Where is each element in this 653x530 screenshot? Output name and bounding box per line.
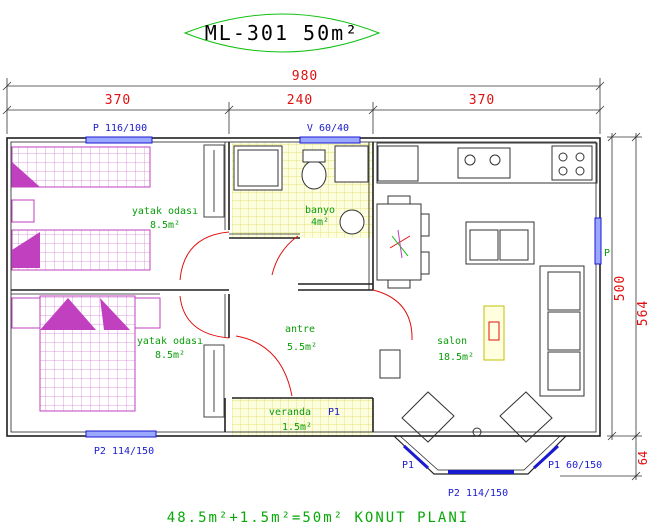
bed-top-1 [11,146,151,188]
hall-name: antre [285,324,315,335]
dim-height-inner: 500 [613,275,628,301]
sofas [465,221,585,397]
opening-labels: P 116/100 V 60/40 P P2 114/150 P1 P1 P1 … [93,123,610,499]
walls [6,137,601,437]
coffee-table [483,305,505,361]
right-window-label: P [604,248,610,259]
top-window-label: P 116/100 [93,123,147,134]
veranda-name: veranda [269,407,311,418]
title-block: ML-301 50m² [183,13,381,53]
bedroom2-name: yatak odası [137,336,203,347]
dim-segment-left: 370 [105,93,131,108]
dining-table [376,195,430,289]
bay-right-label: P1 60/150 [548,460,602,471]
bed-top-2 [11,229,151,271]
bedroom1-area: 8.5m² [150,220,180,231]
room-labels: yatak odası 8.5m² yatak odası 8.5m² bany… [132,205,474,433]
veranda-area: 1.5m² [282,422,312,433]
bedroom1-name: yatak odası [132,206,198,217]
plan-title: ML-301 50m² [205,21,359,45]
dim-height-total: 564 [636,300,651,326]
bedroom2-area: 8.5m² [155,350,185,361]
veranda-door-label: P1 [328,407,340,418]
armchairs [379,349,553,443]
plan-footer: 48.5m²+1.5m²=50m² KONUT PLANI [167,510,469,526]
bathroom-fixtures [233,145,369,235]
bath-name: banyo [305,205,335,216]
veranda-tiles [232,398,373,436]
right-dimensions [560,132,642,481]
dim-total-width: 980 [292,69,318,84]
bay-window [393,435,567,475]
right-window [594,217,602,265]
kitchen-counter [376,142,598,184]
top-dimensions [2,78,605,134]
living-area: 18.5m² [438,352,474,363]
dim-height-veranda: 64 [636,451,650,465]
bath-area: 4m² [311,217,329,228]
dim-segment-right: 370 [469,93,495,108]
wardrobes [203,144,225,418]
bedside-table-1 [11,199,35,223]
bay-left-label: P1 [402,460,414,471]
bay-bottom-label: P2 114/150 [448,488,508,499]
bath-window-label: V 60/40 [307,123,349,134]
living-name: salon [437,336,467,347]
top-window [85,136,153,144]
title-ellipse [183,13,381,53]
doors [179,231,413,397]
hall-area: 5.5m² [287,342,317,353]
dim-segment-middle: 240 [287,93,313,108]
bottom-left-window [85,430,157,438]
bath-window [299,136,361,144]
bed-double [11,295,161,412]
bottom-left-window-label: P2 114/150 [94,446,154,457]
